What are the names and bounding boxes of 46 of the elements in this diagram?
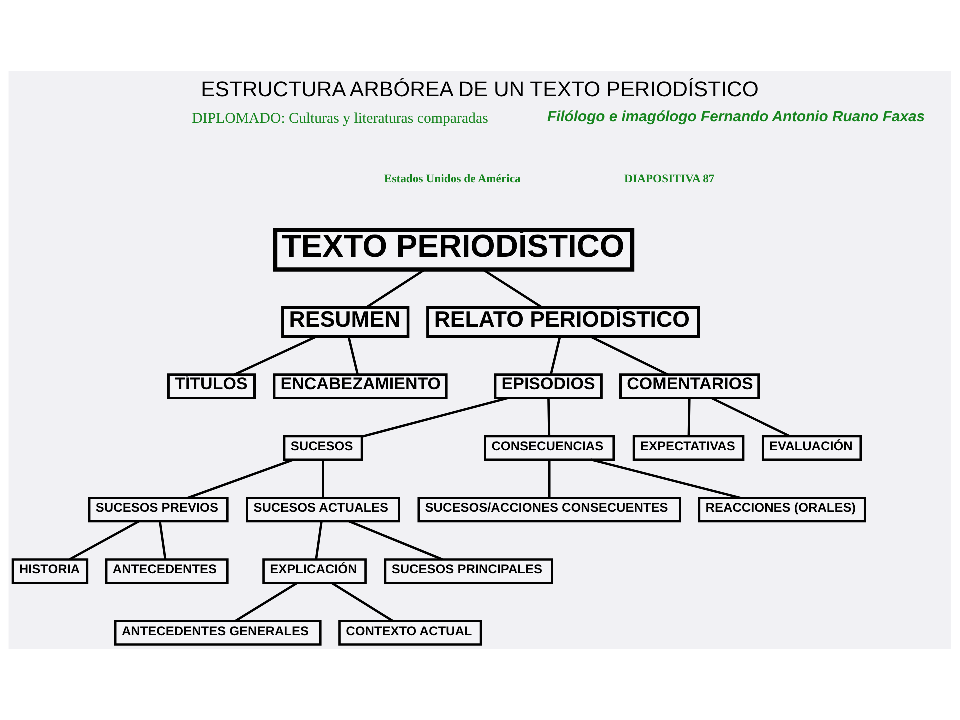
node-box: CONSECUENCIAS bbox=[484, 435, 616, 462]
node-box: TEXTO PERIODÍSTICO bbox=[273, 228, 635, 272]
node-box: EVALUACIÓN bbox=[762, 435, 862, 462]
connector bbox=[188, 458, 294, 500]
node-box: CONTEXTO ACTUAL bbox=[338, 620, 482, 646]
node-box: EXPECTATIVAS bbox=[632, 435, 745, 462]
node-box: RELATO PERIODÍSTICO bbox=[426, 306, 700, 338]
connector bbox=[234, 582, 298, 622]
node-box: ENCABEZAMIENTO bbox=[273, 374, 448, 400]
connector bbox=[548, 398, 551, 436]
node-box: EPISODIOS bbox=[494, 374, 603, 400]
node-box: REACCIONES (ORALES) bbox=[698, 496, 866, 523]
connector bbox=[69, 520, 140, 561]
connector bbox=[362, 397, 509, 438]
connector bbox=[482, 268, 544, 309]
connector bbox=[550, 336, 562, 375]
connector bbox=[234, 336, 318, 376]
connector bbox=[322, 460, 324, 498]
node-box: EXPLICACIÓN bbox=[262, 558, 367, 584]
node-box: SUCESOS/ACCIONES CONSECUENTES bbox=[418, 496, 682, 523]
connector bbox=[590, 458, 741, 500]
connector bbox=[688, 398, 691, 436]
node-box: COMENTARIOS bbox=[620, 374, 760, 400]
label: Estados Unidos de América bbox=[384, 172, 521, 186]
node-box: TÍTULOS bbox=[167, 374, 256, 400]
connector bbox=[711, 397, 790, 438]
connector bbox=[366, 268, 426, 309]
connector bbox=[158, 521, 167, 560]
connector bbox=[348, 520, 443, 561]
node-box: SUCESOS PRINCIPALES bbox=[384, 558, 554, 584]
node-box: SUCESOS ACTUALES bbox=[246, 496, 400, 523]
node-box: SUCESOS PREVIOS bbox=[88, 496, 229, 523]
node-box: RESUMEN bbox=[282, 306, 410, 338]
node-box: HISTORIA bbox=[12, 558, 89, 584]
connector bbox=[348, 336, 359, 375]
node-box: SUCESOS bbox=[283, 435, 364, 462]
connector bbox=[315, 521, 323, 560]
connector bbox=[590, 336, 669, 376]
connector bbox=[548, 460, 551, 498]
connector bbox=[331, 582, 394, 622]
node-box: ANTECEDENTES bbox=[105, 558, 229, 584]
label: DIPLOMADO: Culturas y literaturas comparadas bbox=[192, 110, 488, 127]
node-box: ANTECEDENTES GENERALES bbox=[114, 620, 322, 646]
label: DIAPOSITIVA 87 bbox=[624, 172, 715, 186]
diagram-title: ESTRUCTURA ARBÓREA DE UN TEXTO PERIODÍSTICO bbox=[201, 78, 759, 102]
label: Filólogo e imagólogo Fernando Antonio Ruano Faxas bbox=[547, 110, 926, 126]
